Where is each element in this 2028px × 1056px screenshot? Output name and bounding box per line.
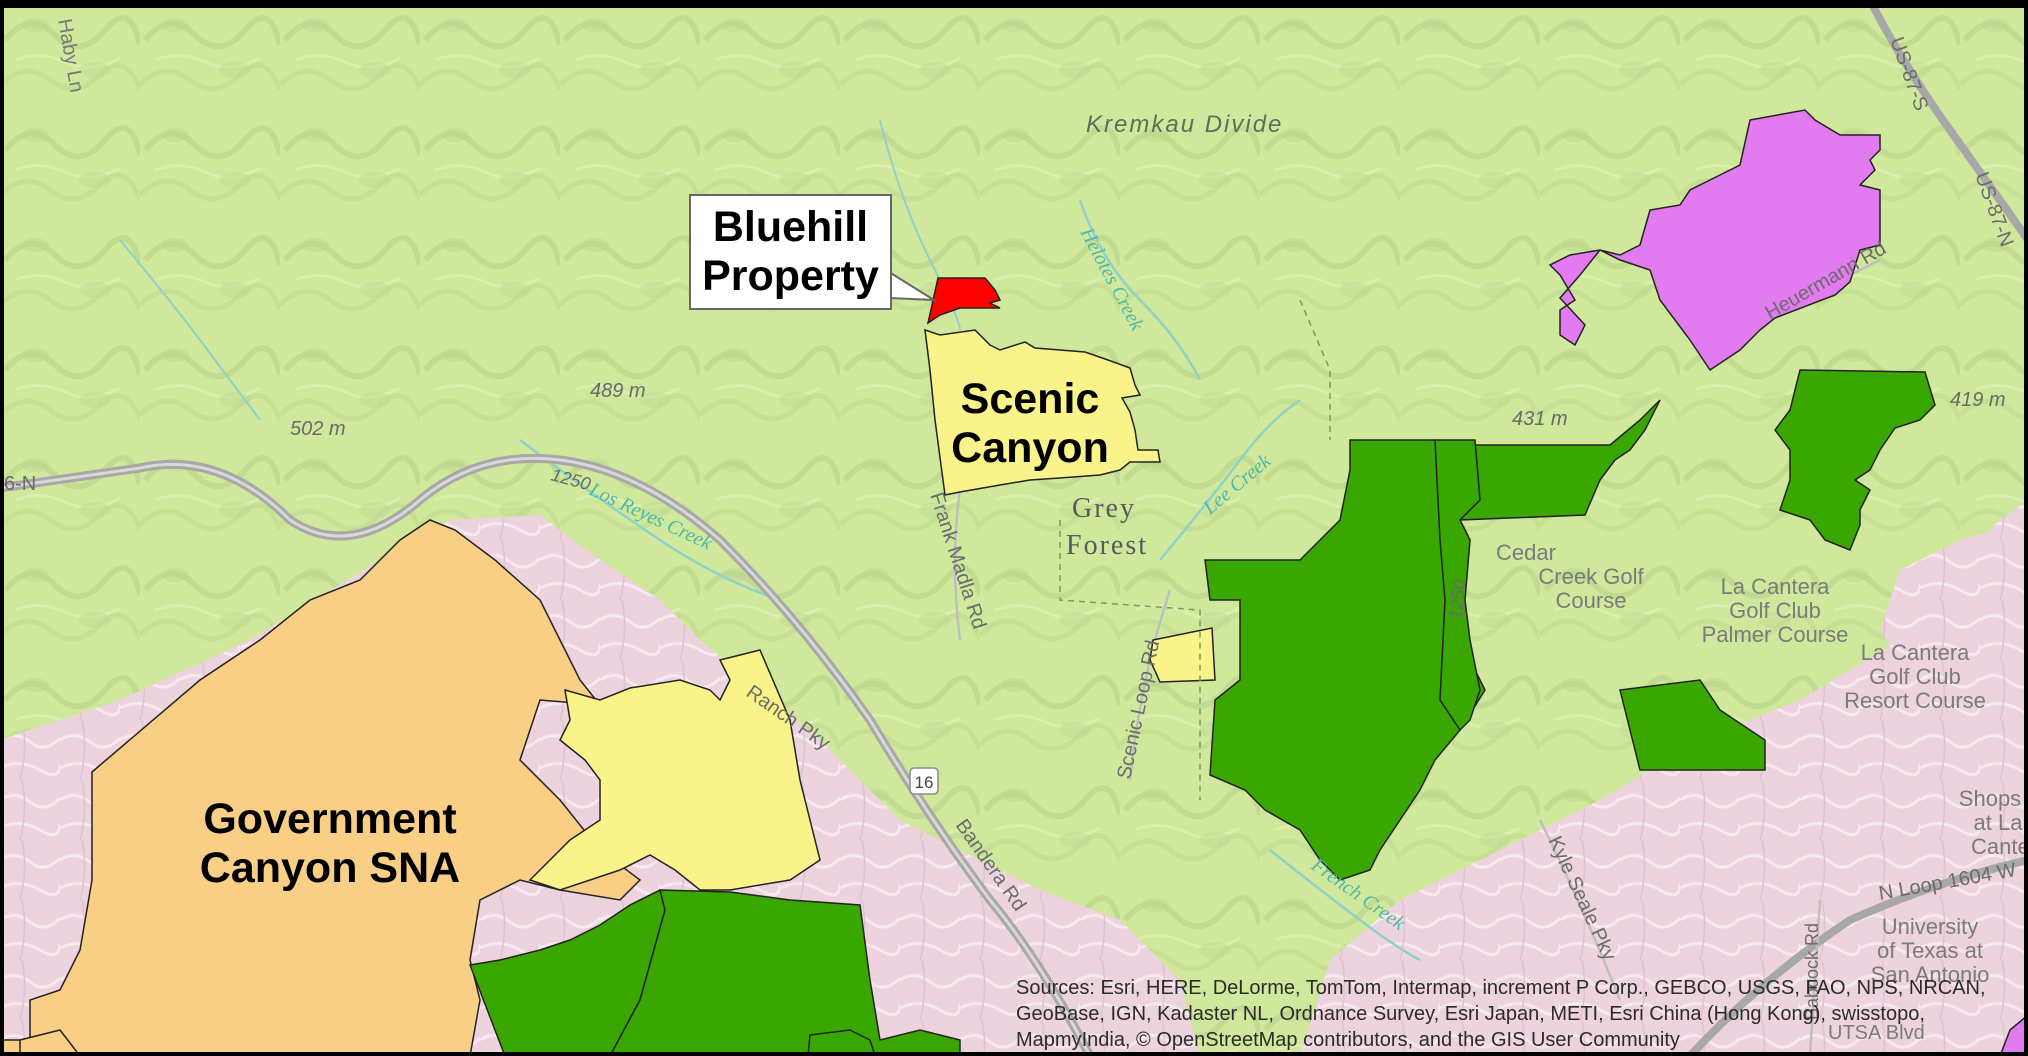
bandera-rd-road-center (0, 456, 1092, 1056)
shops-label-2: at La (1974, 810, 2024, 835)
scenic-canyon-label-line2: Canyon (951, 424, 1109, 473)
los-reyes-creek-line (519, 438, 781, 602)
government-canyon-area-2[interactable] (19, 1029, 81, 1056)
government-canyon-label-line2: Canyon SNA (199, 844, 461, 893)
grey-label: Grey (1072, 493, 1136, 524)
kyle-seale-road (1538, 819, 1622, 1001)
la-cantera-resort-label-2: Golf Club (1869, 664, 1961, 689)
green-area-southeast[interactable] (1619, 679, 1766, 771)
loop1604-road (1687, 856, 2028, 1056)
la-cantera-resort-label-1: La Cantera (1861, 640, 1971, 665)
bluehill-property-area[interactable] (926, 277, 1002, 325)
scenic-canyon-parcel-south[interactable] (528, 649, 821, 891)
utsa-label-1: University (1882, 914, 1979, 939)
lee-creek-line (1159, 398, 1301, 561)
la-cantera-golf-label-3: Palmer Course (1702, 622, 1849, 647)
urban-area-east (1880, 520, 2028, 740)
elevation-431-label: 431 m (1512, 408, 1568, 430)
scenic-canyon-area[interactable] (924, 328, 1161, 496)
urban-area-southeast (1300, 500, 2028, 1056)
cedar-creek-label-1: Cedar (1496, 540, 1556, 565)
green-area-south-left[interactable] (468, 888, 666, 1056)
bluehill-callout[interactable]: Bluehill Property (689, 194, 892, 310)
la-cantera-golf-label-2: Golf Club (1729, 598, 1821, 623)
government-canyon-label: Government Canyon SNA (170, 795, 490, 894)
hwy16-shield (909, 767, 939, 795)
babcock-road (1808, 899, 1822, 1056)
utsa-label-3: San Antonio (1871, 962, 1990, 987)
cedar-creek-label-3: Course (1556, 588, 1627, 613)
babcock-label: Babcock Rd (1802, 923, 1822, 1020)
shops-label-3: Canter (1971, 834, 2028, 859)
forest-label: Forest (1066, 530, 1148, 561)
bluehill-callout-line2: Property (702, 252, 879, 300)
kremkau-divide-label: Kremkau Divide (1086, 111, 1283, 138)
scenic-canyon-parcel-east[interactable] (1149, 627, 1216, 683)
us87-road (1866, 0, 2028, 243)
green-area-east[interactable] (1774, 369, 1936, 551)
helotes-creek-line (1078, 199, 1202, 381)
scenic-canyon-label: Scenic Canyon (940, 375, 1120, 474)
elevation-502-label: 502 m (290, 418, 346, 440)
elevation-489-label: 489 m (590, 380, 646, 402)
bluehill-callout-line1: Bluehill (712, 203, 869, 251)
elevation-419-label: 419 m (1950, 389, 2006, 411)
la-cantera-resort-label-3: Resort Course (1844, 688, 1986, 713)
scenic-canyon-label-line1: Scenic (960, 375, 1100, 423)
frank-madla-road (953, 489, 962, 641)
la-cantera-golf-label-1: La Cantera (1721, 574, 1831, 599)
government-canyon-area[interactable] (0, 519, 642, 1056)
french-creek-line (1269, 849, 1421, 962)
dashed-boundary-2 (1299, 299, 1331, 440)
shops-label-1: Shops (1959, 786, 2021, 811)
hwy16-left-label: 6-N (4, 473, 36, 495)
green-area-right-strip[interactable] (1434, 439, 1481, 732)
magenta-parcel-area[interactable] (1548, 109, 1881, 372)
map-attribution: Sources: Esri, HERE, DeLorme, TomTom, In… (1016, 977, 1986, 1051)
magenta-parcel-corner[interactable] (1999, 1014, 2028, 1056)
utsa-blvd-label: UTSA Blvd (1828, 1022, 1925, 1044)
hwy16-shield-label: 16 (915, 773, 934, 792)
green-area-south-right[interactable] (609, 889, 961, 1056)
stream-west (119, 239, 261, 421)
green-area-central[interactable] (1204, 399, 1661, 881)
stream-middle (879, 119, 961, 331)
cedar-creek-label-2: Creek Golf (1538, 564, 1644, 589)
scenic-loop-road (1128, 589, 1172, 781)
contour-1250-label-b: 1250 (1446, 579, 1469, 621)
government-canyon-label-line1: Government (203, 795, 457, 843)
utsa-label-2: of Texas at (1877, 938, 1983, 963)
